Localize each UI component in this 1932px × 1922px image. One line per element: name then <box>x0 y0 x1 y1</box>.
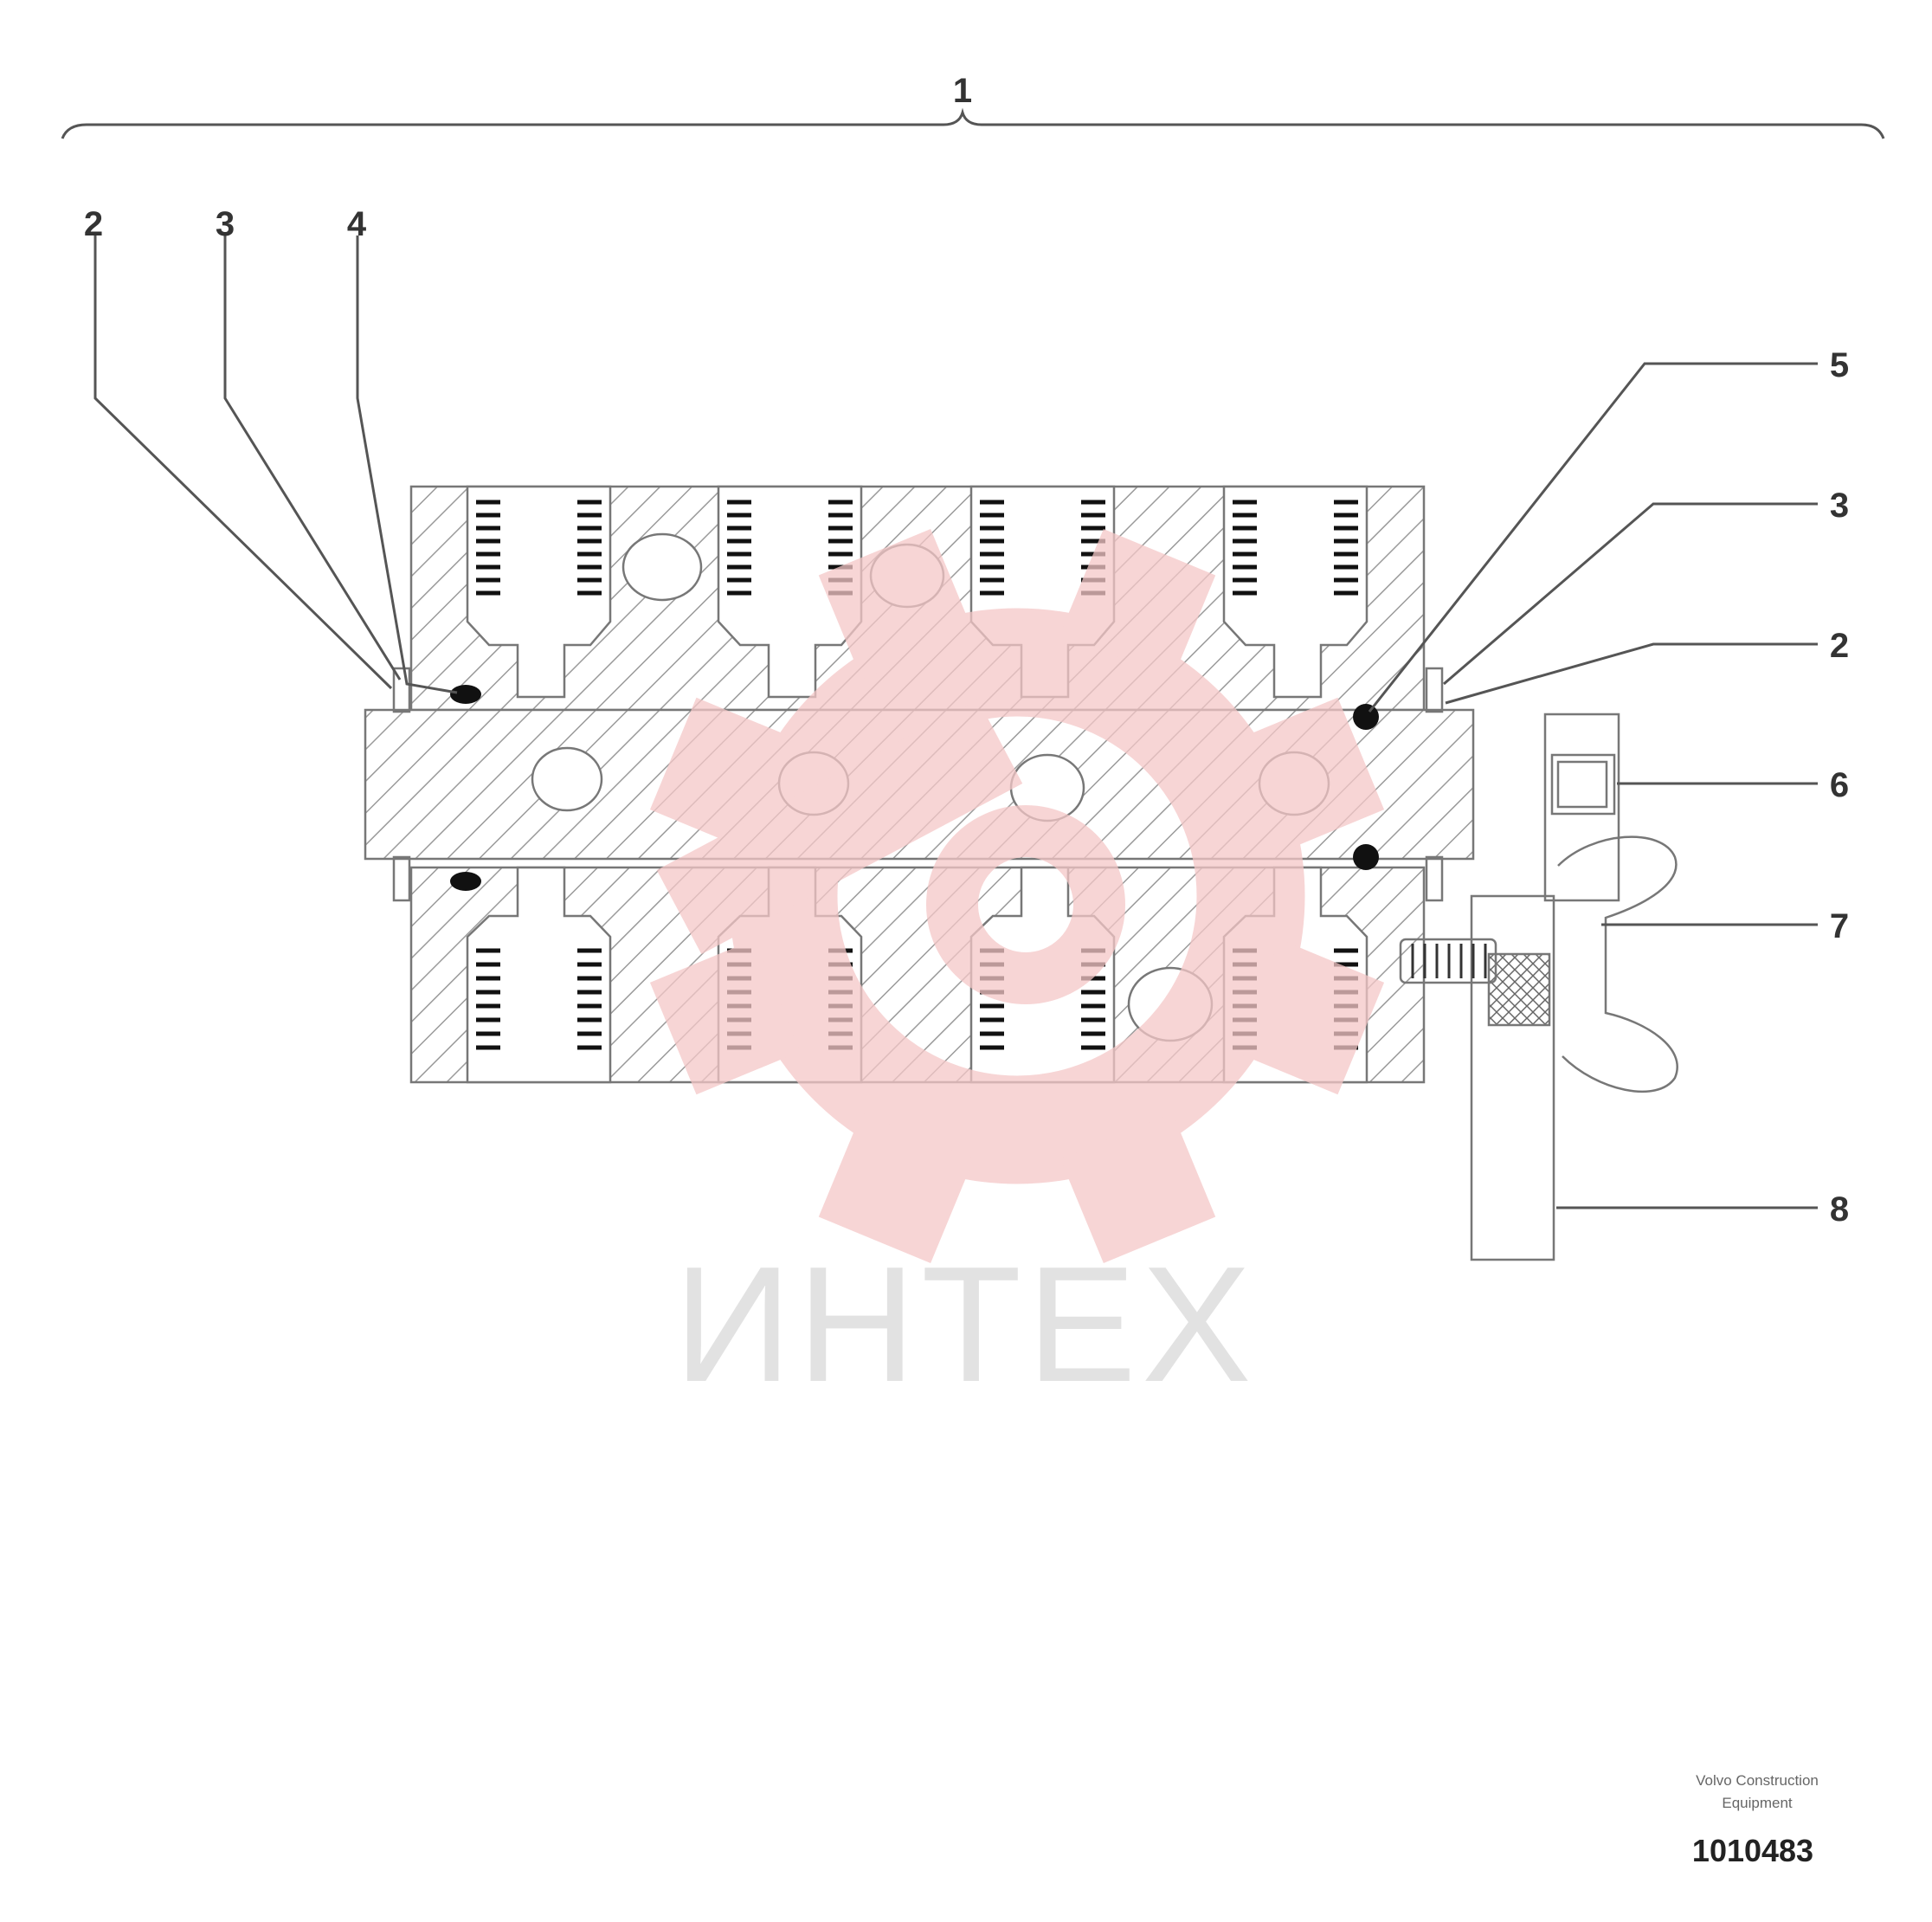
footer-company-line2: Equipment <box>1722 1795 1793 1811</box>
seal-ring-right-upper <box>1425 667 1444 713</box>
seal-rings <box>392 667 1444 902</box>
seal-ring-right-lower <box>1425 855 1444 902</box>
watermark-text: ИНТЕХ <box>673 1233 1256 1416</box>
seal-ring-left-upper <box>392 667 411 713</box>
leader-left-2 <box>93 235 393 690</box>
watermark-gear-tooth <box>1060 528 1216 680</box>
watermark-gear-tooth <box>1233 939 1385 1095</box>
upper-port-left <box>621 532 703 602</box>
footer-company-line1: Volvo Construction <box>1696 1772 1819 1789</box>
bracket-block <box>1487 952 1551 1027</box>
callout-1: 1 <box>953 72 972 110</box>
figure-footer: Volvo Construction Equipment 1010483 <box>1692 1772 1819 1868</box>
o-ring-5-upper <box>1353 704 1379 730</box>
bracket-top <box>1543 713 1620 902</box>
lower-cavity-1 <box>466 866 612 1084</box>
screw-bolt <box>1399 938 1497 984</box>
callout-right-3: 3 <box>1830 487 1849 525</box>
mounting-bracket <box>1399 713 1678 1261</box>
screw-6-inner <box>1556 760 1608 809</box>
callout-labels: 1 2 3 4 5 3 2 6 7 8 <box>84 72 1849 1229</box>
watermark-gear-tooth <box>818 1113 974 1264</box>
leader-left-4 <box>356 235 458 694</box>
watermark-gear-teeth <box>649 528 1385 1264</box>
watermark-gear-tooth <box>818 528 974 680</box>
callout-left-4: 4 <box>347 205 367 243</box>
bolt-thread-marks <box>1411 944 1487 978</box>
watermark-wrench-head <box>926 805 1125 1004</box>
watermark-gear-tooth <box>649 939 801 1095</box>
upper-cavity-1 <box>466 485 612 699</box>
leader-right-3 <box>1443 502 1818 686</box>
o-ring-4-lower <box>450 872 481 891</box>
manifold-port-1 <box>531 746 603 812</box>
o-ring-4-upper <box>450 685 481 704</box>
o-ring-dots <box>450 685 1379 891</box>
intech-watermark: ИНТЕХ <box>649 528 1385 1416</box>
leader-right-2 <box>1445 642 1818 705</box>
leader-left-3 <box>223 235 402 680</box>
screw-6 <box>1550 753 1616 816</box>
wing-nut-7 <box>1557 835 1678 1093</box>
watermark-gear-tooth <box>1233 697 1385 853</box>
upper-cavity-4 <box>1222 485 1368 699</box>
watermark-wrench-arm <box>656 699 1023 955</box>
assembly-bracket <box>61 107 1885 139</box>
watermark-gear-tooth <box>1060 1113 1216 1264</box>
callout-left-3: 3 <box>216 205 235 243</box>
callout-right-5: 5 <box>1830 346 1849 384</box>
seal-ring-left-lower <box>392 855 411 902</box>
o-ring-5-lower <box>1353 844 1379 870</box>
callout-right-7: 7 <box>1830 907 1849 945</box>
bracket-plate <box>1470 894 1555 1261</box>
figure-number: 1010483 <box>1692 1833 1813 1868</box>
callout-right-6: 6 <box>1830 766 1849 804</box>
callout-right-8: 8 <box>1830 1190 1849 1229</box>
callout-right-2: 2 <box>1830 627 1849 665</box>
leader-right-5 <box>1368 362 1818 713</box>
callout-left-2: 2 <box>84 205 103 243</box>
leader-lines <box>93 235 1818 1209</box>
